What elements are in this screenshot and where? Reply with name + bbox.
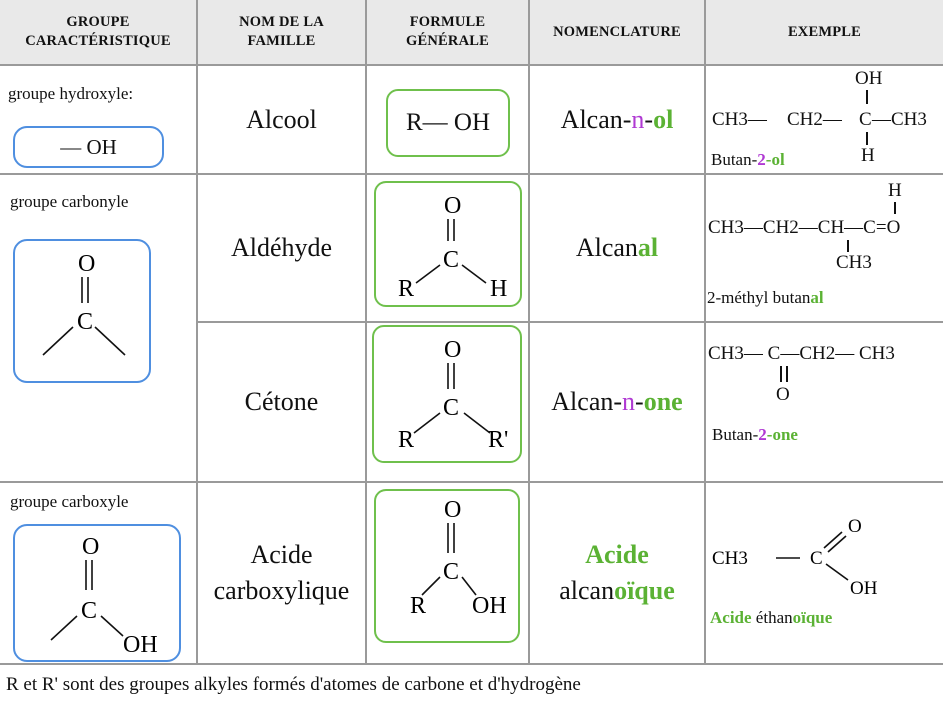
divider xyxy=(0,173,943,175)
example-ch3b: —CH3 xyxy=(872,109,927,130)
example-ch3: CH3 xyxy=(836,252,872,273)
table-header xyxy=(0,0,943,64)
bond xyxy=(461,264,487,284)
header-nomenclature: NOMENCLATURE xyxy=(553,23,681,40)
general-formula-box: O C R R' xyxy=(372,325,522,463)
general-formula: R— OH xyxy=(405,109,491,136)
carboxyl-structure: O C OH xyxy=(50,534,158,658)
atom-oh: OH xyxy=(472,593,507,619)
bond xyxy=(42,326,74,356)
bond xyxy=(461,576,477,596)
bond xyxy=(463,412,491,434)
example-name: Butan-2-one xyxy=(712,425,798,444)
family-name: Cétone xyxy=(244,387,319,416)
general-formula-box: O C R OH xyxy=(374,489,520,643)
bond xyxy=(421,576,441,596)
example-name: Acide éthanoïque xyxy=(710,608,833,627)
group-formula-box: — OH xyxy=(13,126,164,168)
divider xyxy=(365,0,367,665)
example-formula: CH3—CH2—CH—C=O xyxy=(708,217,901,238)
footnote: R et R' sont des groupes alkyles formés … xyxy=(6,674,581,695)
bond xyxy=(823,531,843,549)
example-oh: OH xyxy=(850,578,878,599)
example-name: 2-méthyl butanal xyxy=(707,288,824,307)
divider xyxy=(0,481,943,483)
carbonyl-structure: O C xyxy=(42,251,126,356)
atom-o: O xyxy=(444,497,461,523)
bond xyxy=(847,240,849,252)
bond xyxy=(894,202,896,214)
atom-c: C xyxy=(443,559,459,585)
cetone-formula: O C R R' xyxy=(398,337,508,453)
aldehyde-formula: O C R H xyxy=(398,193,507,302)
example-c: C xyxy=(810,548,823,569)
divider xyxy=(528,0,530,665)
divider xyxy=(196,0,198,665)
atom-o: O xyxy=(82,534,99,560)
divider xyxy=(0,663,943,665)
example-h: H xyxy=(861,145,875,166)
atom-c: C xyxy=(81,598,97,624)
group-label: groupe carbonyle xyxy=(10,192,129,211)
group-formula: — OH xyxy=(60,134,117,159)
example-oh: OH xyxy=(855,68,883,89)
example-ch2: CH2— xyxy=(787,109,842,130)
bond xyxy=(825,563,849,581)
bond xyxy=(780,366,782,382)
atom-c: C xyxy=(443,395,459,421)
divider xyxy=(0,64,943,66)
bond xyxy=(415,264,441,284)
example-c: C xyxy=(859,109,872,130)
atom-c: C xyxy=(443,247,459,273)
atom-r: R xyxy=(398,427,414,453)
family-name: Aldéhyde xyxy=(230,233,333,262)
general-formula-box: R— OH xyxy=(386,89,510,157)
example-formula: CH3— C—CH2— CH3 xyxy=(708,343,895,364)
example-h: H xyxy=(888,180,902,201)
group-label: groupe carboxyle xyxy=(10,492,129,511)
divider xyxy=(196,321,943,323)
atom-o: O xyxy=(444,193,461,219)
example-ch3: CH3— xyxy=(712,109,767,130)
bond xyxy=(100,615,124,637)
group-label: groupe hydroxyle: xyxy=(8,84,134,103)
bond xyxy=(50,615,78,641)
bond xyxy=(94,326,126,356)
example-o: O xyxy=(776,384,790,405)
atom-r: R xyxy=(398,276,414,302)
atom-o: O xyxy=(444,337,461,363)
atom-h: H xyxy=(490,276,507,302)
atom-r-prime: R' xyxy=(488,427,508,453)
bond xyxy=(827,535,847,553)
example-structure: CH3 C O OH xyxy=(708,502,938,606)
divider xyxy=(704,0,706,665)
nomenclature: Alcan-n-ol xyxy=(560,104,674,134)
atom-o: O xyxy=(78,251,95,277)
example-o: O xyxy=(848,516,862,537)
nomenclature: Alcanal xyxy=(575,233,659,262)
atom-r: R xyxy=(410,593,426,619)
atom-c: C xyxy=(77,309,93,335)
bond xyxy=(866,132,868,145)
bond xyxy=(413,412,441,434)
bond xyxy=(786,366,788,382)
nomenclature: Alcan-n-one xyxy=(551,387,683,416)
acetic-acid-structure: CH3 C O OH xyxy=(712,516,878,599)
group-structure-box: O C xyxy=(13,239,151,383)
example-name: Butan-2-ol xyxy=(711,150,785,169)
family-name: Alcool xyxy=(246,104,317,134)
atom-oh: OH xyxy=(123,632,158,658)
bond xyxy=(866,90,868,104)
example-ch3: CH3 xyxy=(712,548,748,569)
header-exemple: EXEMPLE xyxy=(787,23,862,40)
carboxylic-formula: O C R OH xyxy=(410,497,507,619)
general-formula-box: O C R H xyxy=(374,181,522,307)
group-structure-box: O C OH xyxy=(13,524,181,662)
